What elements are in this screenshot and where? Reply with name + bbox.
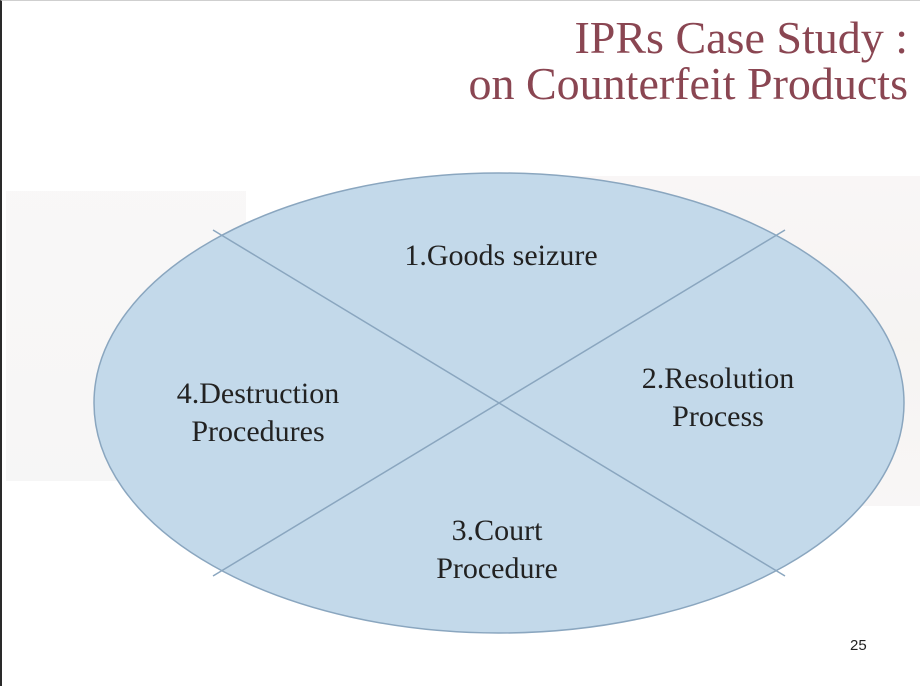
- segment-resolution-process: 2.Resolution Process: [598, 360, 838, 436]
- slide-title: IPRs Case Study : on Counterfeit Product…: [469, 15, 909, 107]
- segment-label-line: Procedures: [191, 415, 325, 448]
- page-number: 25: [850, 637, 867, 654]
- segment-label-line: Process: [672, 400, 764, 433]
- segment-label-line: 1.Goods seizure: [404, 239, 598, 272]
- segment-court-procedure: 3.Court Procedure: [377, 512, 617, 588]
- segment-label-line: 3.Court: [451, 514, 543, 547]
- slide-title-line-1: IPRs Case Study :: [574, 12, 908, 63]
- slide-title-line-2: on Counterfeit Products: [468, 58, 909, 109]
- segment-destruction-procedures: 4.Destruction Procedures: [138, 375, 378, 451]
- quadrant-divider-line: [212, 229, 786, 577]
- segment-label-line: Procedure: [436, 552, 558, 585]
- segment-label-line: 4.Destruction: [176, 377, 340, 410]
- segment-label-line: 2.Resolution: [641, 362, 795, 395]
- segment-goods-seizure: 1.Goods seizure: [341, 237, 661, 275]
